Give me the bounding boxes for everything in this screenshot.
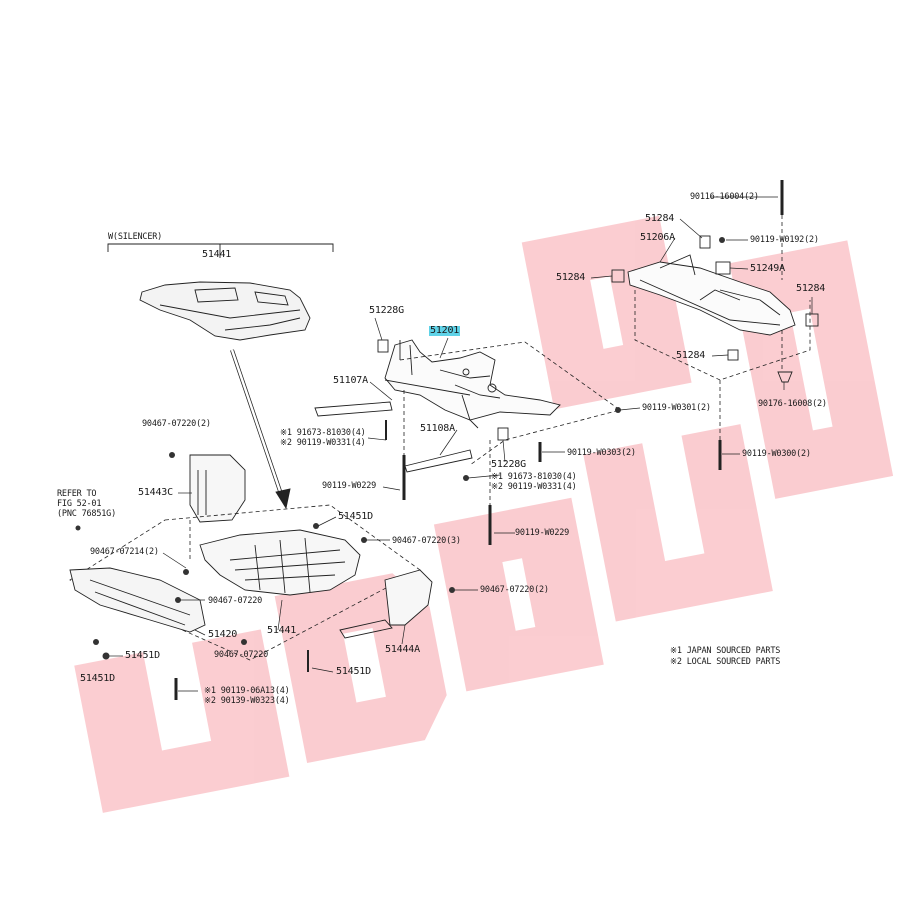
part-label-90139-w0323[interactable]: ※2 90139-W0323(4)	[204, 696, 290, 706]
part-label-90119-w0331-b[interactable]: ※2 90119-W0331(4)	[491, 482, 577, 492]
refer-line-2: FIG 52-01	[57, 499, 102, 509]
part-label-51443c[interactable]: 51443C	[138, 487, 173, 498]
part-label-90467-07214[interactable]: 90467-07214(2)	[90, 547, 159, 557]
part-label-90467-07220-c[interactable]: 90467-07220	[214, 650, 269, 660]
note-japan-sourced: ※1 JAPAN SOURCED PARTS	[670, 646, 781, 656]
refer-line-1: REFER TO	[57, 489, 97, 499]
refer-line-3: (PNC 76851G)	[57, 509, 117, 519]
side-cover-51443c-shape	[189, 454, 246, 523]
part-label-90119-w0303[interactable]: 90119-W0303(2)	[567, 448, 636, 458]
part-label-90119-w0331-a[interactable]: ※2 90119-W0331(4)	[280, 438, 366, 448]
part-label-51420[interactable]: 51420	[208, 629, 238, 640]
part-label-51201-highlighted[interactable]: 51201	[429, 325, 461, 336]
brace-51108a-shape	[404, 449, 473, 473]
part-label-90119-w0300[interactable]: 90119-W0300(2)	[742, 449, 811, 459]
part-label-90467-07220-b[interactable]: 90467-07220	[208, 596, 263, 606]
part-label-51441-top[interactable]: 51441	[202, 249, 232, 260]
part-label-90467-07220-2-a[interactable]: 90467-07220(2)	[142, 419, 211, 429]
part-label-51451d-d[interactable]: 51451D	[336, 666, 371, 677]
part-label-51284-c[interactable]: 51284	[796, 283, 826, 294]
silencer-bracket-label: W(SILENCER)	[108, 232, 163, 242]
part-label-51441-mid[interactable]: 51441	[267, 625, 297, 636]
bushing-shape	[497, 427, 509, 441]
part-label-90119-w0301[interactable]: 90119-W0301(2)	[642, 403, 711, 413]
part-label-51284-a[interactable]: 51284	[645, 213, 675, 224]
part-label-90467-07220-2-b[interactable]: 90467-07220(2)	[480, 585, 549, 595]
part-label-51108a[interactable]: 51108A	[420, 423, 455, 434]
bushing-shape	[377, 339, 389, 353]
part-label-51451d-c[interactable]: 51451D	[80, 673, 115, 684]
part-label-91673-81030-a[interactable]: ※1 91673-81030(4)	[280, 428, 366, 438]
note-local-sourced: ※2 LOCAL SOURCED PARTS	[670, 657, 781, 667]
side-cover-51444a-shape	[384, 569, 433, 626]
part-label-90119-w0229-b[interactable]: 90119-W0229	[515, 528, 570, 538]
clip-markers	[75, 237, 725, 660]
part-label-90119-w0229-a[interactable]: 90119-W0229	[322, 481, 377, 491]
part-label-51107a[interactable]: 51107A	[333, 375, 368, 386]
rear-subframe-shape	[611, 235, 819, 383]
part-label-51451d-a[interactable]: 51451D	[338, 511, 373, 522]
part-label-90119-06a13[interactable]: ※1 90119-06A13(4)	[204, 686, 290, 696]
part-label-51444a[interactable]: 51444A	[385, 644, 420, 655]
part-label-51451d-b[interactable]: 51451D	[125, 650, 160, 661]
engine-under-cover-shape	[199, 529, 361, 596]
part-label-90176-16008[interactable]: 90176-16008(2)	[758, 399, 827, 409]
part-label-51284-b[interactable]: 51284	[556, 272, 586, 283]
part-label-91673-81030-b[interactable]: ※1 91673-81030(4)	[491, 472, 577, 482]
silencer-bracket	[107, 243, 334, 252]
silencer-pad-shape	[139, 281, 311, 341]
part-label-90119-w0192[interactable]: 90119-W0192(2)	[750, 235, 819, 245]
part-label-51249a[interactable]: 51249A	[750, 263, 785, 274]
part-label-90116-16004[interactable]: 90116-16004(2)	[690, 192, 759, 202]
front-under-cover-shape	[69, 567, 206, 633]
part-label-51284-d[interactable]: 51284	[676, 350, 706, 361]
leader-lines	[109, 196, 813, 692]
brace-51107a-shape	[314, 401, 393, 417]
part-label-51206a[interactable]: 51206A	[640, 232, 675, 243]
part-label-51228g-top[interactable]: 51228G	[369, 305, 404, 316]
part-label-90467-07220-3[interactable]: 90467-07220(3)	[392, 536, 461, 546]
part-label-51228g-mid[interactable]: 51228G	[491, 459, 526, 470]
suspension-crossmember-shape	[384, 339, 561, 429]
